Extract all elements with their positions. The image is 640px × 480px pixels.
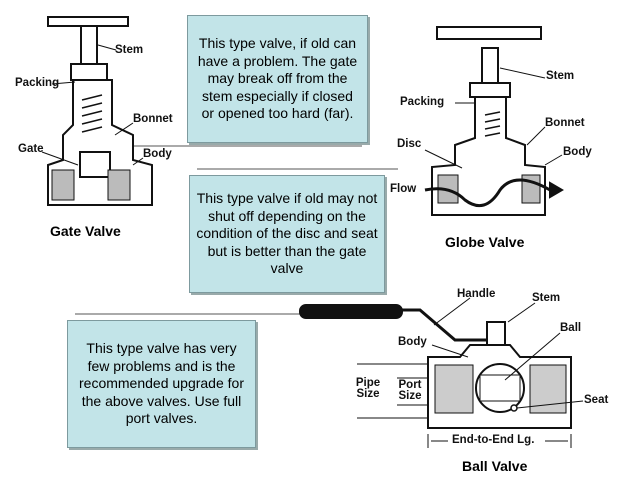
ball-body-label: Body (398, 336, 427, 348)
ball-handle-label: Handle (457, 288, 496, 300)
ball-valve-title: Ball Valve (462, 458, 528, 474)
ball-ball-label: Ball (560, 322, 582, 334)
ball-seat-label: Seat (584, 394, 609, 406)
gate-gate-label: Gate (18, 143, 44, 155)
globe-bonnet-label: Bonnet (545, 117, 585, 129)
ball-valve-note: This type valve has very few problems an… (67, 320, 256, 448)
ball-pipe-size-label: Pipe Size (355, 377, 381, 400)
ball-stem-label: Stem (532, 292, 561, 304)
gate-valve-title: Gate Valve (50, 223, 121, 239)
globe-flow-label: Flow (390, 183, 417, 195)
globe-body-label: Body (563, 146, 592, 158)
gate-valve-drawing (41, 16, 153, 206)
gate-packing-label: Packing (15, 77, 60, 89)
ball-port-size-label: Port Size (398, 379, 422, 402)
globe-packing-label: Packing (400, 96, 445, 108)
globe-disc-label: Disc (397, 138, 422, 150)
connector-lines (75, 145, 398, 315)
gate-bonnet-label: Bonnet (133, 113, 173, 125)
ball-valve-drawing (299, 297, 584, 448)
globe-valve-drawing (424, 26, 564, 216)
globe-stem-label: Stem (546, 70, 575, 82)
globe-valve-note: This type valve if old may not shut off … (189, 175, 385, 293)
gate-stem-label: Stem (115, 44, 144, 56)
gate-body-label: Body (143, 148, 172, 160)
ball-end-to-end-label: End-to-End Lg. (452, 434, 535, 446)
globe-valve-title: Globe Valve (445, 234, 525, 250)
gate-valve-note: This type valve, if old can have a probl… (187, 15, 368, 143)
